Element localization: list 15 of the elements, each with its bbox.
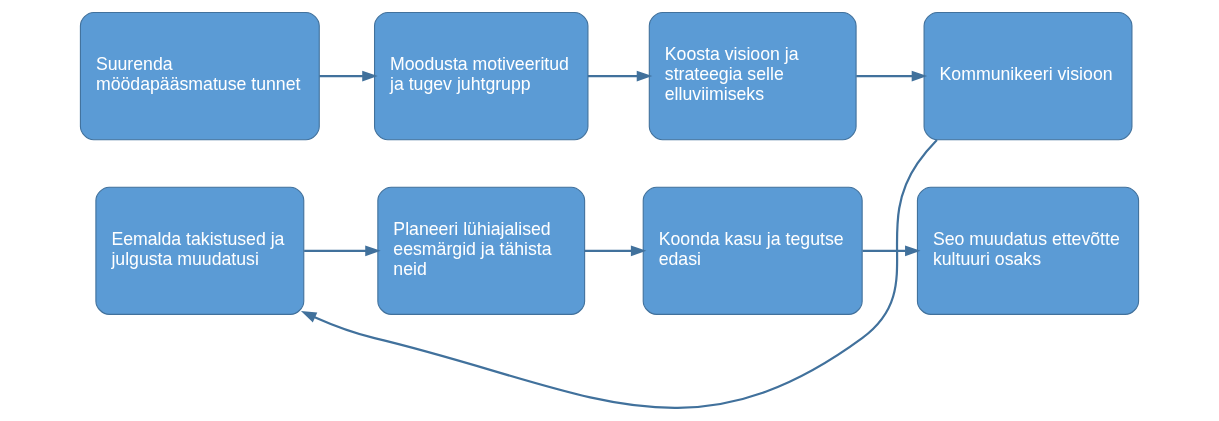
arrow [862,245,921,257]
node-box: Seo muudatus ettevõtte kultuuri osaks [916,186,1140,315]
arrow [300,139,938,409]
node-box: Moodusta motiveeritud ja tugev juhtgrupp [374,12,589,141]
node-box: Suurenda möödapääsmatuse tunnet [79,12,320,141]
node-box: Koonda kasu ja tegutse edasi [642,186,863,315]
arrow [304,245,381,257]
node-box: Planeeri lühiajalised eesmärgid ja tähista neid [377,186,586,315]
node-box: Koosta visioon ja strateegia selle elluviimiseks [648,12,857,141]
node-box: Kommunikeeri visioon [923,12,1133,141]
arrow [319,70,378,82]
arrow [856,70,928,82]
arrow [584,245,647,257]
node-box: Eemalda takistused ja julgusta muudatusi [95,186,305,315]
arrow [588,70,653,82]
